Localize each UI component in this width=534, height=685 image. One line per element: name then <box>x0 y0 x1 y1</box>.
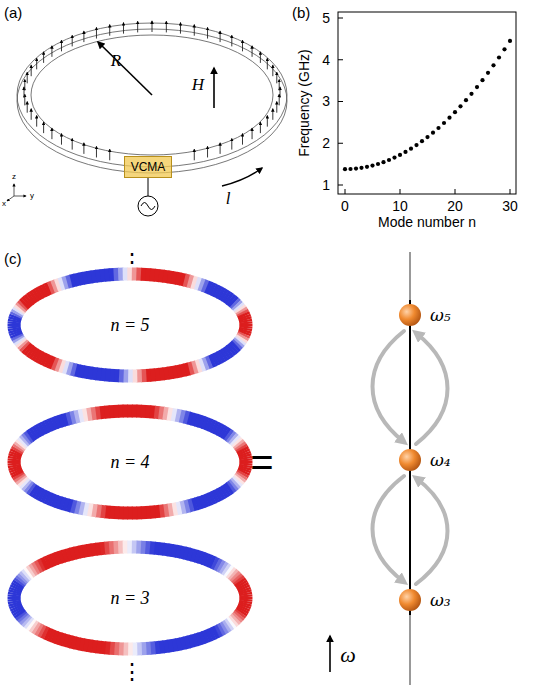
field-arrow <box>213 68 215 108</box>
annotation-label: R <box>111 52 121 69</box>
ac-wave <box>141 203 155 210</box>
node-label: n = 3 <box>110 588 149 609</box>
plot-frame <box>338 12 516 194</box>
axis-ticks <box>338 18 510 194</box>
node-label: n = 5 <box>110 315 149 336</box>
mode-oscillator: ω₅ <box>398 303 451 327</box>
tick-label: 5 <box>322 11 330 25</box>
node-label: n = 4 <box>110 452 149 473</box>
annotation-label: x <box>2 200 6 208</box>
coupling-arrow <box>373 476 405 582</box>
node-label: ω₄ <box>430 450 451 470</box>
spin-arrows <box>24 21 280 160</box>
annotation-label: Frequency (GHz) <box>297 49 311 156</box>
panel-label: (a) <box>4 5 22 20</box>
mode-ring: n = 5 <box>5 265 255 385</box>
coupling-arrow <box>416 333 448 444</box>
mode-ring: n = 3 <box>5 538 255 658</box>
tick-label: 0 <box>341 199 349 213</box>
vcma-electrode: VCMA <box>124 156 173 178</box>
annotation-label: H <box>192 76 204 93</box>
radius-arrow <box>98 42 152 95</box>
tick-label: 1 <box>322 178 330 192</box>
path-arrow <box>222 168 262 186</box>
tick-label: 10 <box>392 199 408 213</box>
annotation-label: ⋮ <box>121 661 143 683</box>
node-label: ω₅ <box>430 305 451 325</box>
oscillator-ball <box>398 588 422 612</box>
panel-label: (c) <box>4 251 22 266</box>
tick-label: 4 <box>322 53 330 67</box>
data-points <box>343 39 512 171</box>
coupling-arrow <box>416 478 448 584</box>
mode-ring: n = 4 <box>5 402 255 522</box>
tick-label: 3 <box>322 94 330 108</box>
mode-oscillator: ω₃ <box>398 588 451 612</box>
annotation-label: Mode number n <box>378 215 476 229</box>
ring-disk <box>17 23 287 173</box>
annotation-label: y <box>30 192 34 200</box>
panel-label: (b) <box>292 5 310 20</box>
annotation-label: z <box>12 173 16 181</box>
oscillator-ball <box>398 448 422 472</box>
tick-label: 30 <box>502 199 518 213</box>
coupling-arrow <box>373 331 405 442</box>
annotation-label: ω <box>340 644 356 666</box>
tick-label: 2 <box>322 136 330 150</box>
mode-oscillator: ω₄ <box>398 448 451 472</box>
ac-source <box>138 196 158 216</box>
tick-label: 20 <box>447 199 463 213</box>
annotation-label: l <box>226 190 231 207</box>
wire <box>148 178 149 196</box>
annotation-label: = <box>250 442 273 482</box>
oscillator-ball <box>398 303 422 327</box>
node-label: ω₃ <box>430 590 451 610</box>
axes-triad <box>7 184 26 201</box>
omega-arrow <box>329 636 331 672</box>
node-label: VCMA <box>131 160 166 174</box>
